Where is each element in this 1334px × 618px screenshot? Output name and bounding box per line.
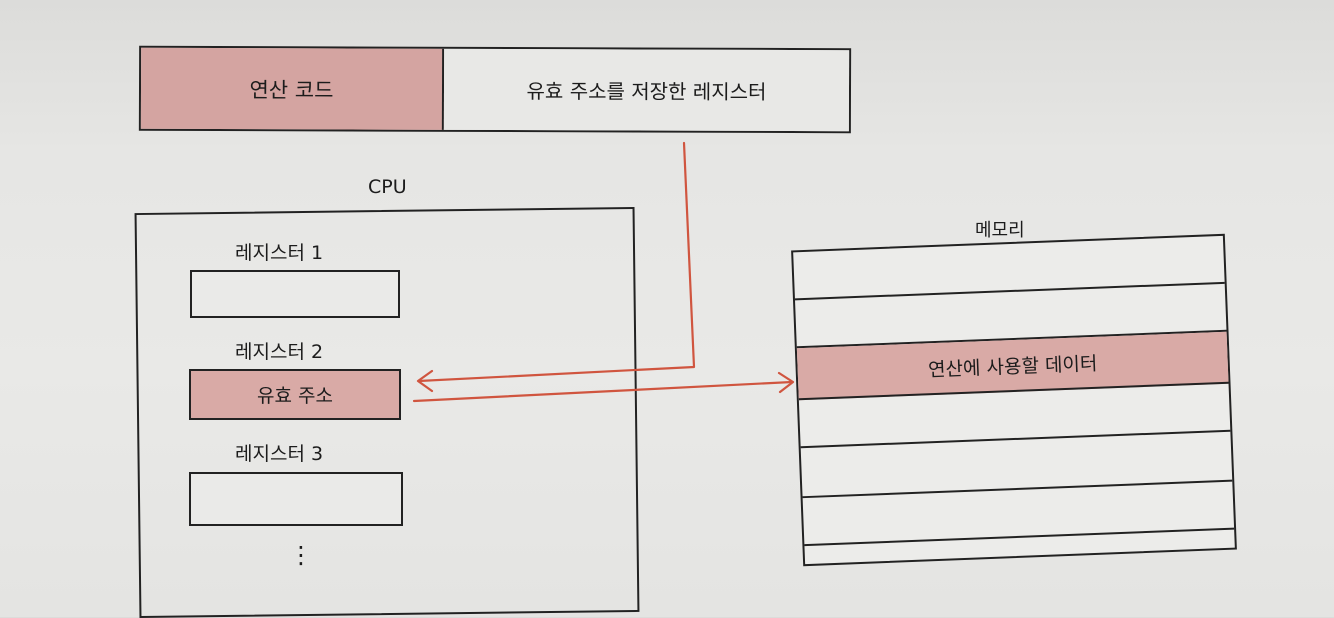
register-3 (189, 472, 403, 526)
register-2-label: 레지스터 2 (235, 341, 324, 363)
operand-to-register-arrowhead (416, 369, 434, 393)
register-3-label: 레지스터 3 (235, 443, 324, 465)
register-2: 유효 주소 (189, 369, 401, 420)
more-registers-ellipsis: ⋮ (289, 541, 313, 569)
operand-to-register-arrow (417, 141, 696, 383)
register-to-memory-arrowhead (777, 371, 795, 394)
register-1-label: 레지스터 1 (235, 242, 324, 264)
register-1 (190, 270, 400, 318)
register-to-memory-arrow (412, 380, 794, 403)
memory-title: 메모리 (975, 220, 1025, 241)
cpu-title: CPU (368, 176, 407, 198)
